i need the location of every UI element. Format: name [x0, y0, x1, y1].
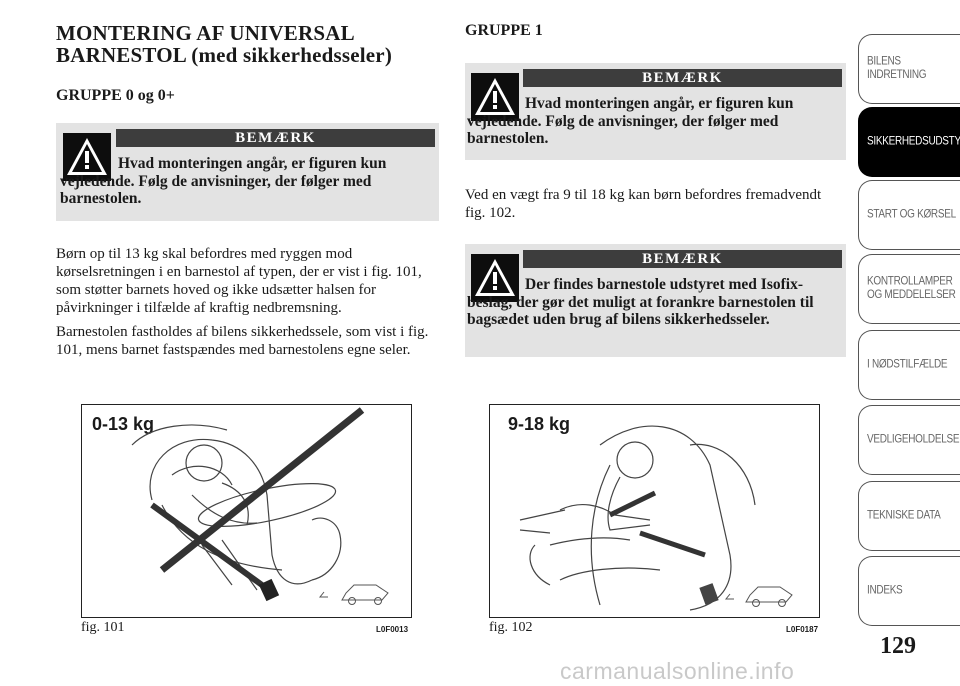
section-heading-line1: MONTERING AF UNIVERSAL — [56, 21, 355, 45]
warning-icon — [471, 73, 519, 121]
note-text: Hvad monteringen angår, er figuren kun v… — [467, 95, 794, 147]
body-text-right: Ved en vægt fra 9 til 18 kg kan børn bef… — [465, 186, 845, 228]
tab-indeks[interactable]: INDEKS — [858, 556, 960, 626]
watermark: carmanualsonline.info — [560, 658, 795, 684]
tab-kontrollamper[interactable]: KONTROLLAMPER OG MEDDELELSER — [858, 254, 960, 324]
figure-caption: fig. 101 — [81, 620, 125, 635]
note-box: BEMÆRK Hvad monteringen angår, er figure… — [465, 63, 846, 160]
body-text-left: Børn op til 13 kg skal befordres med ryg… — [56, 245, 440, 365]
warning-icon — [471, 254, 519, 302]
tab-label: I NØDSTILFÆLDE — [867, 358, 948, 371]
note-text: Hvad monteringen angår, er figuren kun v… — [60, 155, 387, 207]
group-heading-0: GRUPPE 0 og 0+ — [56, 87, 175, 104]
note-text: Der findes barnestole udstyret med Isofi… — [467, 276, 814, 328]
paragraph: Ved en vægt fra 9 til 18 kg kan børn bef… — [465, 187, 822, 221]
note-label: BEMÆRK — [523, 250, 842, 268]
paragraph: Barnestolen fastholdes af bilens sikkerh… — [56, 324, 429, 358]
tab-start-og-korsel[interactable]: START OG KØRSEL — [858, 180, 960, 250]
note-box: BEMÆRK Der findes barnestole udstyret me… — [465, 244, 846, 357]
tab-bilens-indretning[interactable]: BILENS INDRETNING — [858, 34, 960, 104]
tab-label: KONTROLLAMPER OG MEDDELELSER — [867, 275, 956, 302]
note-box: BEMÆRK Hvad monteringen angår, er figure… — [56, 123, 439, 221]
tab-label: START OG KØRSEL — [867, 208, 956, 221]
figure-102: 9-18 kg — [489, 404, 820, 618]
tab-i-nodstilfaelde[interactable]: I NØDSTILFÆLDE — [858, 330, 960, 400]
note-label: BEMÆRK — [116, 129, 435, 147]
figure-weight-label: 0-13 kg — [92, 414, 155, 434]
section-heading: MONTERING AF UNIVERSAL BARNESTOL (med si… — [56, 22, 436, 66]
figure-caption: fig. 102 — [489, 620, 533, 635]
tab-label: BILENS INDRETNING — [867, 55, 927, 82]
tab-label: VEDLIGEHOLDELSE — [867, 433, 960, 446]
tab-tekniske-data[interactable]: TEKNISKE DATA — [858, 481, 960, 551]
figure-weight-label: 9-18 kg — [508, 414, 571, 434]
page-number: 129 — [880, 633, 916, 659]
tab-label: SIKKERHEDSUDSTYR — [867, 135, 960, 148]
figure-101: 0-13 kg — [81, 404, 412, 618]
tab-label: INDEKS — [867, 584, 903, 597]
child-seat-illustration — [519, 425, 793, 611]
tab-label: TEKNISKE DATA — [867, 509, 941, 522]
paragraph: Børn op til 13 kg skal befordres med ryg… — [56, 246, 422, 316]
tab-sikkerhedsudstyr[interactable]: SIKKERHEDSUDSTYR — [858, 107, 960, 177]
figure-code: L0F0187 — [786, 625, 819, 634]
warning-icon — [63, 133, 111, 181]
note-label: BEMÆRK — [523, 69, 842, 87]
group-heading-1: GRUPPE 1 — [465, 22, 543, 39]
figure-code: L0F0013 — [376, 625, 409, 634]
tab-vedligeholdelse[interactable]: VEDLIGEHOLDELSE — [858, 405, 960, 475]
section-heading-line2: BARNESTOL (med sikkerhedsseler) — [56, 43, 393, 67]
infant-seat-illustration — [131, 407, 389, 605]
